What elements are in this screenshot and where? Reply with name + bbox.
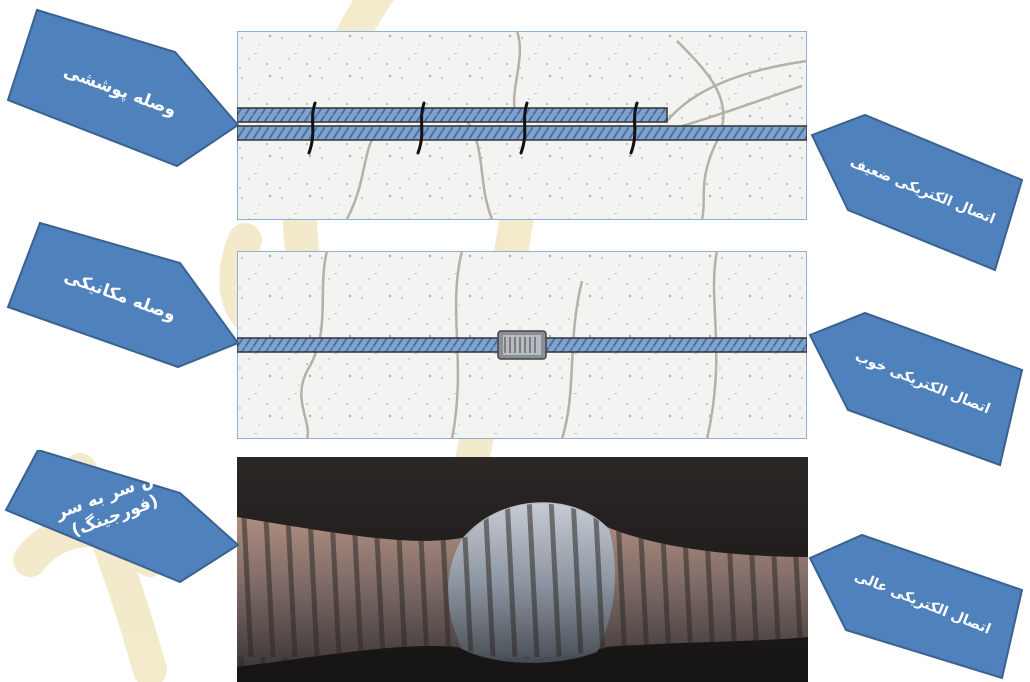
coupler-icon: [498, 331, 546, 359]
mechanical-splice-panel: [237, 251, 807, 439]
forged-weld-photo: [237, 457, 808, 682]
left-callout-arrow-3: [0, 450, 260, 600]
lap-splice-panel: [237, 31, 807, 220]
